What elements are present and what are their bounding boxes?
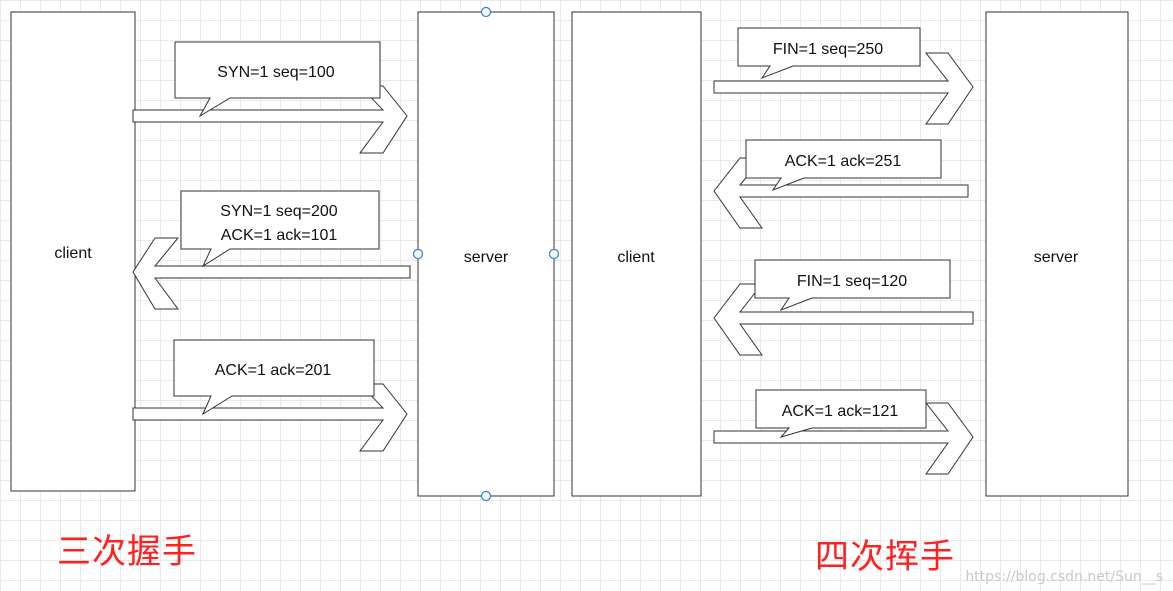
wave-message-4: ACK=1 ack=121 [782,403,899,420]
wave-callout-4 [755,389,927,438]
wave-client-box[interactable] [571,11,702,497]
wave-arrow-4 [713,402,974,475]
wave-title: 四次挥手 [815,537,955,577]
wave-server-box[interactable] [985,11,1129,497]
wave-group: client server FIN=1 seq=250 ACK=1 ack=25… [571,11,1129,497]
handshake-server-box[interactable] [417,11,555,497]
wave-message-1: FIN=1 seq=250 [773,41,883,58]
handshake-callout-3 [173,339,375,416]
wave-arrow-3 [713,283,974,356]
selection-handle-bottom[interactable] [480,490,492,502]
wave-callout-2 [745,139,942,192]
handshake-server-label: server [464,249,509,266]
handshake-group: client server SYN=1 seq=100 SYN=1 seq=20… [10,6,560,502]
selection-handle-top[interactable] [480,6,492,18]
handshake-title: 三次握手 [57,532,197,572]
handshake-message-2a: SYN=1 seq=200 [220,203,338,220]
wave-callout-3 [754,259,951,312]
handshake-client-box[interactable] [10,11,136,492]
wave-client-label: client [617,249,655,266]
handshake-message-2b: ACK=1 ack=101 [221,227,338,244]
handshake-client-label: client [54,245,92,262]
wave-callout-1 [737,27,921,80]
handshake-message-1: SYN=1 seq=100 [217,64,335,81]
wave-message-2: ACK=1 ack=251 [785,153,902,170]
selection-handle-right[interactable] [548,248,560,260]
handshake-message-3: ACK=1 ack=201 [215,362,332,379]
handshake-arrow-2 [132,237,411,310]
wave-server-label: server [1034,249,1079,266]
selection-handle-left[interactable] [412,248,424,260]
handshake-callout-1 [174,41,381,118]
wave-message-3: FIN=1 seq=120 [797,273,907,290]
wave-arrow-1 [713,52,974,125]
watermark-text: https://blog.csdn.net/Sun__s [965,569,1163,585]
handshake-callout-2 [180,190,380,268]
